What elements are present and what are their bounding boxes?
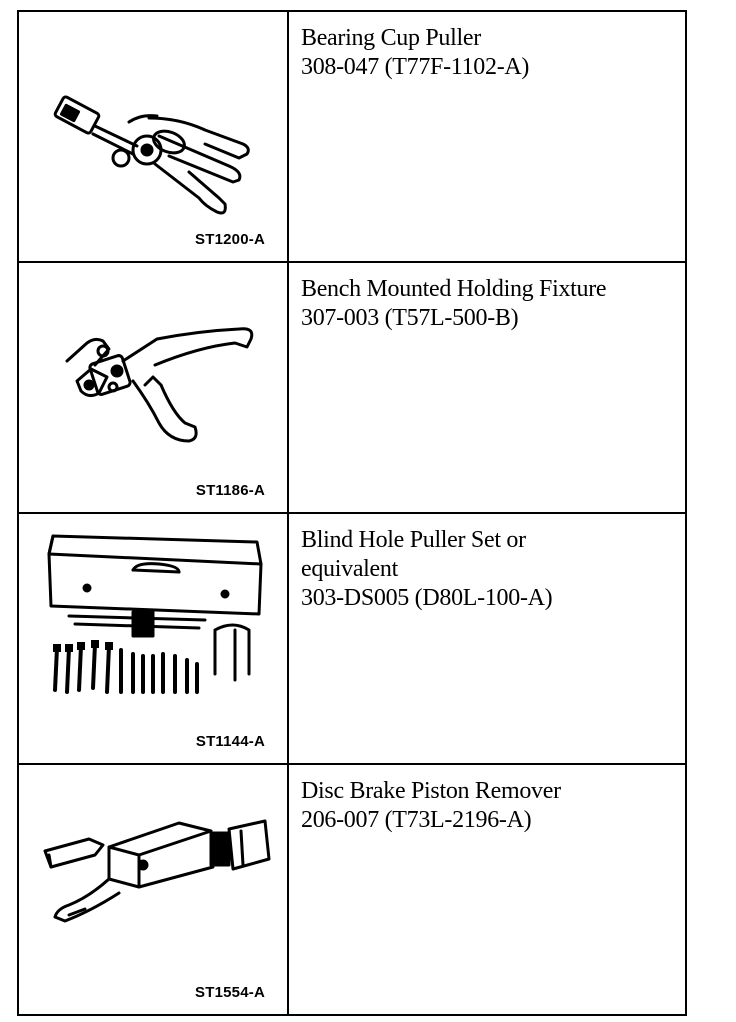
tool-number: 206-007 (T73L-2196-A)	[301, 807, 532, 833]
bearing-cup-puller-icon	[53, 95, 250, 215]
tool-illustration-cell: ST1186-A	[17, 261, 289, 514]
illustration-code: ST1200-A	[195, 231, 265, 248]
tool-row: ST1200-A Bearing Cup Puller 308-047 (T77…	[17, 10, 687, 263]
tool-row: ST1554-A Disc Brake Piston Remover 206-0…	[17, 763, 687, 1016]
tool-name: Disc Brake Piston Remover	[301, 778, 561, 804]
tool-name: Bench Mounted Holding Fixture	[301, 276, 607, 302]
tool-description-cell: Blind Hole Puller Set or equivalent 303-…	[287, 512, 687, 765]
tool-description-cell: Bench Mounted Holding Fixture 307-003 (T…	[287, 261, 687, 514]
tool-name: Bearing Cup Puller	[301, 25, 481, 51]
illustration-code: ST1144-A	[195, 733, 265, 750]
tool-description-cell: Bearing Cup Puller 308-047 (T77F-1102-A)	[287, 10, 687, 263]
tool-name: Blind Hole Puller Set or	[301, 527, 526, 553]
illustration-code: ST1554-A	[195, 984, 265, 1001]
tool-illustration-cell: ST1200-A	[17, 10, 289, 263]
tool-row: ST1144-A Blind Hole Puller Set or equiva…	[17, 512, 687, 765]
tool-name-continued: equivalent	[301, 556, 398, 582]
holding-fixture-icon	[65, 327, 254, 443]
special-tools-table: ST1200-A Bearing Cup Puller 308-047 (T77…	[17, 10, 687, 1016]
tool-illustration-cell: ST1144-A	[17, 512, 289, 765]
piston-remover-icon	[43, 819, 271, 923]
puller-set-case-icon	[47, 534, 263, 694]
tool-description-cell: Disc Brake Piston Remover 206-007 (T73L-…	[287, 763, 687, 1016]
tool-number: 303-DS005 (D80L-100-A)	[301, 585, 553, 611]
tool-illustration-cell: ST1554-A	[17, 763, 289, 1016]
tool-number: 308-047 (T77F-1102-A)	[301, 54, 530, 80]
tool-row: ST1186-A Bench Mounted Holding Fixture 3…	[17, 261, 687, 514]
tool-number: 307-003 (T57L-500-B)	[301, 305, 519, 331]
illustration-code: ST1186-A	[195, 482, 265, 499]
